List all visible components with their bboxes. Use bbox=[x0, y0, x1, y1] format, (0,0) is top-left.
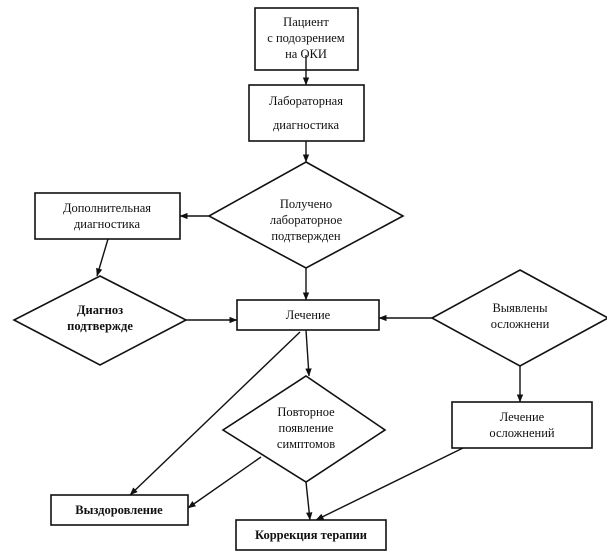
diamond-complications-found bbox=[430, 269, 607, 367]
box-therapy-correction bbox=[235, 519, 387, 551]
arrow-treatment-to-symptoms bbox=[305, 329, 312, 377]
arrow-complications-treat-to-correction bbox=[315, 447, 464, 521]
box-add-diag bbox=[34, 192, 181, 240]
box-treatment bbox=[236, 299, 380, 331]
diamond-diag-confirmed bbox=[12, 275, 188, 366]
arrow-symptoms-to-correction bbox=[305, 481, 313, 521]
box-lab-diag bbox=[248, 84, 365, 142]
arrow-add-diag-to-diagnosis bbox=[96, 238, 109, 277]
diamond-lab-confirmed bbox=[207, 161, 405, 269]
arrow-symptoms-to-recovery bbox=[187, 456, 262, 509]
box-complications-treat bbox=[451, 401, 593, 449]
arrow-treatment-to-recovery bbox=[129, 331, 301, 496]
box-recovery bbox=[50, 494, 189, 526]
